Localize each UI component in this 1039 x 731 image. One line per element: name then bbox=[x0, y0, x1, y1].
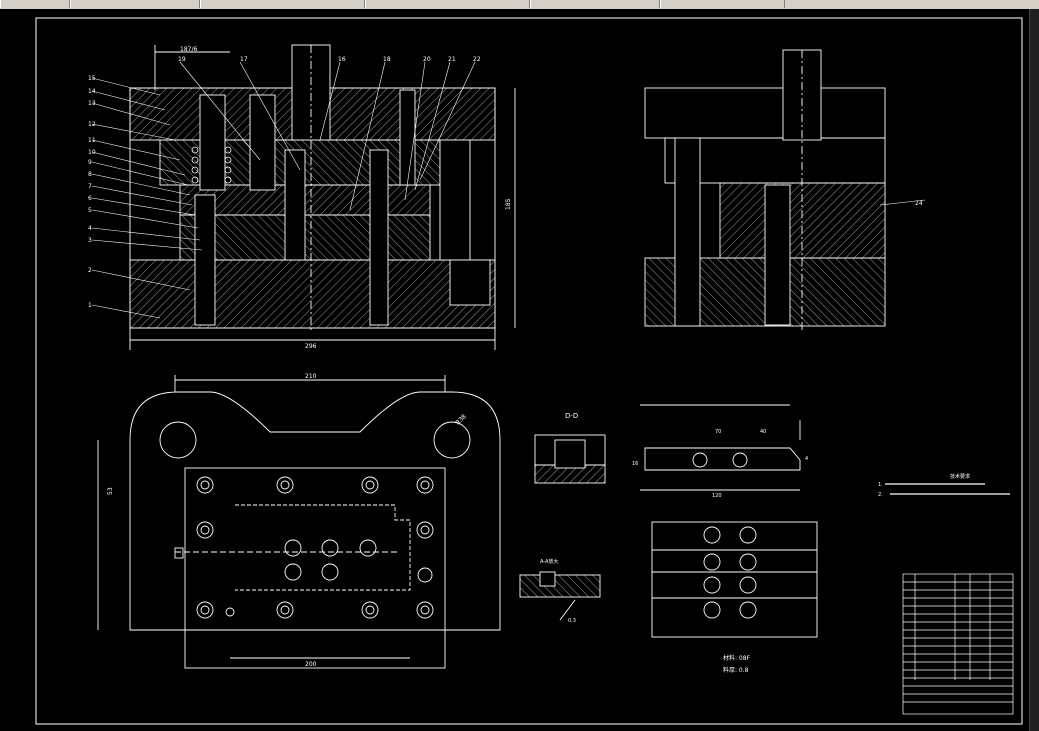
blank-layout-view bbox=[651, 521, 818, 638]
part-label-5: 5 bbox=[88, 207, 92, 214]
material-label: 材料: 08F bbox=[723, 654, 751, 662]
part-label-3: 3 bbox=[88, 237, 92, 244]
part-label-14: 14 bbox=[88, 88, 96, 95]
part-label-19: 19 bbox=[178, 56, 186, 63]
dim-height: 185 bbox=[505, 198, 512, 210]
taskbar-button-6[interactable] bbox=[660, 0, 785, 8]
part-dim-120: 120 bbox=[712, 493, 722, 499]
part-label-6: 6 bbox=[88, 195, 92, 202]
part-label-4: 4 bbox=[88, 225, 92, 232]
part-dim-70: 70 bbox=[715, 429, 721, 435]
taskbar-button-4[interactable] bbox=[365, 0, 530, 8]
part-label-15: 15 bbox=[88, 75, 96, 82]
vertical-scrollbar[interactable] bbox=[1029, 9, 1039, 731]
front-view-labels: 15 14 13 12 11 10 9 8 7 6 5 4 3 2 1 17 1… bbox=[88, 46, 512, 350]
part-label-11: 11 bbox=[88, 137, 96, 144]
plan-left-dim: 53 bbox=[107, 487, 114, 495]
thickness-label: 料厚: 0.8 bbox=[723, 666, 749, 674]
part-label-20: 20 bbox=[423, 56, 431, 63]
part-label-22: 22 bbox=[473, 56, 481, 63]
cad-drawing: 15 14 13 12 11 10 9 8 7 6 5 4 3 2 1 17 1… bbox=[35, 17, 1023, 725]
section-dd-label: D-D bbox=[565, 412, 578, 420]
part-label-21: 21 bbox=[448, 56, 456, 63]
part-label-7: 7 bbox=[88, 183, 92, 190]
cad-drawing-canvas[interactable]: 15 14 13 12 11 10 9 8 7 6 5 4 3 2 1 17 1… bbox=[0, 9, 1039, 731]
part-label-2: 2 bbox=[88, 267, 92, 274]
side-section-view bbox=[644, 49, 926, 330]
plan-view-labels: 210 200 53 R38 bbox=[107, 373, 468, 668]
part-dim-4: 4 bbox=[805, 456, 808, 462]
notes-title: 技术要求 bbox=[950, 473, 970, 480]
part-dim-16: 16 bbox=[632, 461, 638, 467]
part-label-9: 9 bbox=[88, 159, 92, 166]
part-label-17: 17 bbox=[240, 56, 248, 63]
dim-top: 187/6 bbox=[180, 46, 197, 53]
dim-total-width: 296 bbox=[305, 343, 317, 350]
technical-notes: 技术要求 1. 2. bbox=[878, 473, 970, 498]
part-label-1: 1 bbox=[88, 302, 92, 309]
part-label-12: 12 bbox=[88, 121, 96, 128]
section-dd bbox=[534, 434, 606, 484]
detail-aa bbox=[519, 571, 601, 621]
taskbar-button-3[interactable] bbox=[200, 0, 365, 8]
plan-bottom-dim: 200 bbox=[305, 661, 317, 668]
taskbar-button-5[interactable] bbox=[530, 0, 660, 8]
note-2: 2. bbox=[878, 492, 883, 498]
taskbar-button-2[interactable] bbox=[70, 0, 200, 8]
part-label-24: 24 bbox=[915, 200, 923, 207]
plan-width-dim: 210 bbox=[305, 373, 317, 380]
plan-view bbox=[97, 375, 501, 669]
part-label-8: 8 bbox=[88, 171, 92, 178]
blank-labels: 材料: 08F 料厚: 0.8 bbox=[723, 654, 751, 674]
detail-aa-dim: 0.3 bbox=[568, 618, 576, 624]
part-dim-40: 40 bbox=[760, 429, 766, 435]
drawing-border bbox=[35, 17, 1023, 725]
detail-aa-label: A-A放大 bbox=[540, 558, 558, 565]
strip-part-view bbox=[640, 404, 801, 491]
note-1: 1. bbox=[878, 482, 883, 488]
title-block bbox=[902, 573, 1014, 715]
part-label-18: 18 bbox=[383, 56, 391, 63]
taskbar-button-1[interactable] bbox=[0, 0, 70, 8]
plan-radius-dim: R38 bbox=[454, 413, 467, 426]
strip-part-labels: 70 40 120 16 4 bbox=[632, 429, 808, 499]
front-section-view bbox=[91, 44, 516, 350]
part-label-16: 16 bbox=[338, 56, 346, 63]
part-label-10: 10 bbox=[88, 149, 96, 156]
part-label-13: 13 bbox=[88, 100, 96, 107]
